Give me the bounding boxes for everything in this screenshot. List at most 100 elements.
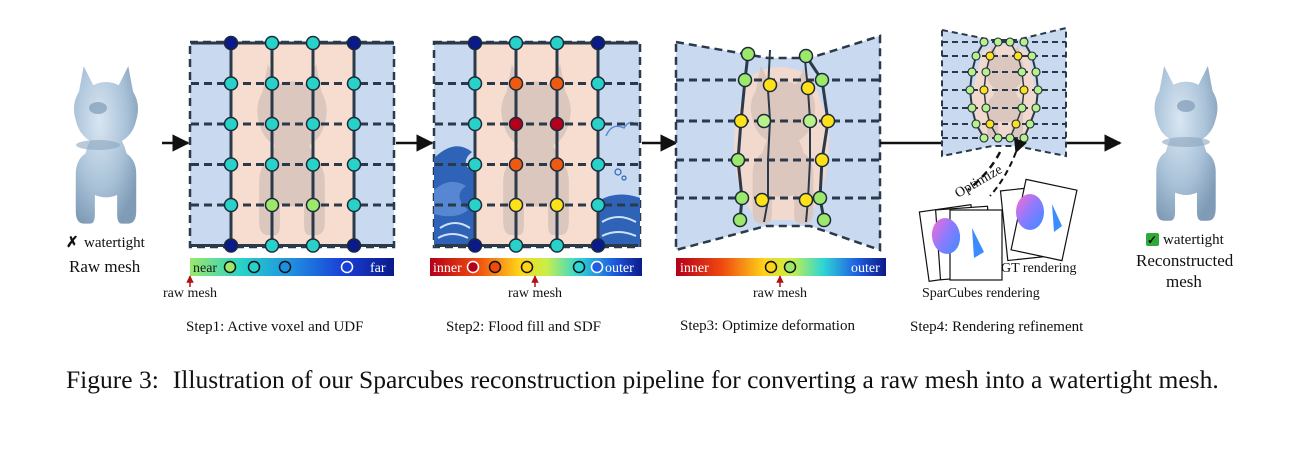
voxel-node (223, 116, 239, 132)
refined-node (1019, 133, 1029, 143)
raw-mesh-dog (73, 66, 139, 224)
voxel-node (346, 238, 362, 253)
voxel-node (223, 238, 239, 253)
refined-node (981, 103, 991, 113)
voxel-node (223, 76, 239, 91)
deformed-node (820, 113, 836, 129)
voxel-node (264, 157, 280, 172)
voxel-node (305, 157, 321, 172)
voxel-node (590, 35, 606, 51)
step4-refined-grid (941, 26, 1067, 158)
check-icon (1146, 233, 1159, 246)
refined-node (1019, 85, 1029, 95)
inner-label: inner (680, 261, 709, 276)
voxel-node (346, 35, 362, 51)
step1-label: Step1: Active voxel and UDF (186, 319, 363, 335)
voxel-node (346, 116, 362, 132)
outer-label: outer (605, 261, 634, 276)
voxel-node (467, 238, 483, 253)
refined-node (1013, 51, 1023, 61)
deformed-node (754, 192, 770, 208)
refined-node (993, 37, 1003, 47)
near-label: near (193, 261, 217, 276)
voxel-node (549, 238, 565, 253)
refined-node (1005, 133, 1015, 143)
voxel-node (467, 157, 483, 172)
sparcubes-rendering-label: SparCubes rendering (922, 286, 1040, 301)
voxel-node (590, 197, 606, 213)
voxel-node (264, 238, 280, 253)
gt-rendering-label: GT rendering (1001, 261, 1077, 276)
voxel-node (264, 197, 280, 213)
refined-node (1011, 119, 1021, 129)
deformed-node (800, 80, 816, 96)
voxel-node (549, 197, 565, 213)
step1-colorbar: near far (186, 258, 394, 287)
deformed-node (812, 190, 828, 206)
voxel-node (590, 157, 606, 172)
deformed-node (802, 113, 818, 129)
voxel-node (305, 238, 321, 253)
deformed-node (756, 113, 772, 129)
refined-node (1019, 37, 1029, 47)
voxel-node (264, 76, 280, 91)
outer-label: outer (851, 261, 880, 276)
step2-label: Step2: Flood fill and SDF (446, 319, 601, 335)
step4-label: Step4: Rendering refinement (910, 319, 1084, 335)
voxel-node (549, 76, 565, 91)
gt-arrow (989, 137, 1028, 197)
refined-node (993, 133, 1003, 143)
inner-label: inner (433, 261, 462, 276)
refined-node (985, 51, 995, 61)
voxel-node (223, 157, 239, 172)
refined-node (979, 133, 989, 143)
voxel-node (508, 76, 524, 91)
refined-node (967, 67, 977, 77)
voxel-node (508, 238, 524, 253)
voxel-node (305, 35, 321, 51)
reconstructed-label-line2: mesh (1166, 272, 1202, 291)
step2-colorbar: inner outer (430, 258, 642, 287)
raw-mesh-label: Raw mesh (69, 257, 141, 276)
step1-grid (188, 35, 396, 253)
caption-text: Illustration of our Sparcubes reconstruc… (172, 365, 1219, 394)
refined-node (979, 37, 989, 47)
voxel-node (467, 76, 483, 91)
step3-deformed-grid (674, 34, 882, 252)
voxel-node (549, 116, 565, 132)
caption-prefix: Figure 3: (66, 365, 159, 394)
voxel-node (549, 157, 565, 172)
voxel-node (346, 197, 362, 213)
refined-node (1027, 51, 1037, 61)
voxel-node (305, 197, 321, 213)
wave-icon-left (434, 146, 476, 247)
voxel-node (549, 35, 565, 51)
step2-grid (432, 35, 642, 253)
refined-node (981, 67, 991, 77)
voxel-node (508, 35, 524, 51)
optimize-label: Optimize (953, 162, 1006, 201)
refined-node (1005, 37, 1015, 47)
voxel-node (590, 76, 606, 91)
deformed-node (816, 212, 832, 228)
deformed-node (737, 72, 753, 88)
refined-node (1025, 119, 1035, 129)
refined-node (1017, 67, 1027, 77)
voxel-node (223, 35, 239, 51)
deformed-node (814, 152, 830, 168)
step3-label: Step3: Optimize deformation (680, 318, 855, 334)
far-label: far (370, 261, 386, 276)
x-mark-icon: ✗ (66, 235, 79, 251)
deformed-node (814, 72, 830, 88)
voxel-node (508, 197, 524, 213)
deformed-node (740, 46, 756, 62)
deformed-node (733, 113, 749, 129)
step3-colorbar: inner outer (676, 258, 886, 287)
step2-raw-mesh-label: raw mesh (508, 286, 562, 301)
voxel-node (467, 35, 483, 51)
reconstructed-mesh-dog (1154, 65, 1218, 221)
voxel-node (346, 157, 362, 172)
refined-node (967, 103, 977, 113)
gt-rendering-stack (999, 178, 1078, 262)
